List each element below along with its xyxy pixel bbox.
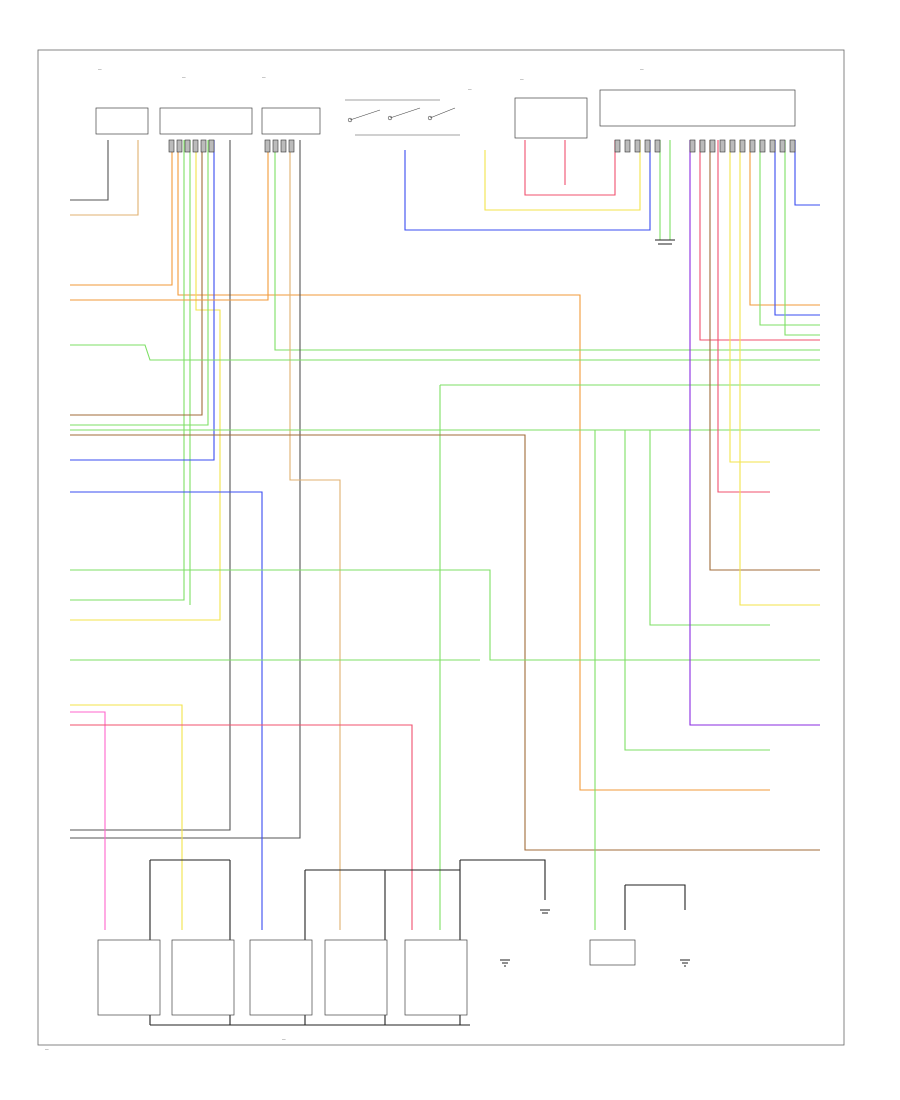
module-5 <box>404 939 468 1016</box>
ground-symbols <box>500 239 690 967</box>
component-label-5: — <box>520 77 524 81</box>
bottom-bus-label: — <box>282 1037 286 1041</box>
component-label-3: — <box>262 75 266 79</box>
bottom-modules <box>97 939 636 1016</box>
footer-code: — <box>45 1047 49 1051</box>
component-label-4: — <box>468 87 472 91</box>
diagram-frame <box>37 49 845 1046</box>
connector-pins <box>168 139 796 153</box>
component-label-1: — <box>98 67 102 71</box>
component-box-3 <box>261 107 321 135</box>
wire-group <box>70 140 820 1026</box>
component-box-1 <box>95 107 149 135</box>
module-6 <box>589 939 636 966</box>
component-box-4 <box>514 97 588 139</box>
module-1 <box>97 939 161 1016</box>
component-label-6: — <box>640 67 644 71</box>
module-2 <box>171 939 235 1016</box>
component-box-2 <box>159 107 253 135</box>
switch-schematic <box>345 99 460 136</box>
top-component-group: — — — — — — <box>95 67 796 139</box>
component-box-5 <box>599 89 796 127</box>
module-3 <box>249 939 313 1016</box>
component-label-2: — <box>182 75 186 79</box>
module-4 <box>324 939 388 1016</box>
